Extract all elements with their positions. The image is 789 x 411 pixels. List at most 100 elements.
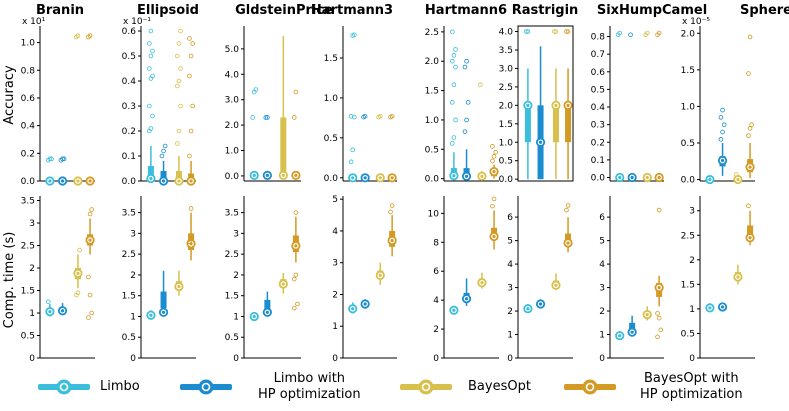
ylabel-accuracy: Accuracy [2, 65, 17, 125]
y-tick-label: 2 [599, 307, 605, 317]
median-marker [249, 170, 259, 181]
y-tick-label: 0.5 [324, 134, 338, 144]
outlier-point [478, 82, 483, 88]
y-tick-label: 2.0 [225, 121, 240, 131]
median-marker [733, 174, 743, 185]
y-tick-label: 4 [599, 260, 605, 270]
y-tick-label: 1 [29, 309, 35, 319]
y-tick-label: 0.4 [21, 122, 36, 132]
outlier-point [720, 107, 725, 113]
outlier-point [720, 129, 725, 135]
outlier-point [449, 141, 455, 146]
panel-time-branin: 00.511.522.533.5 [21, 196, 95, 362]
box-0 [705, 174, 715, 185]
box-2 [278, 36, 288, 181]
box-3 [563, 203, 573, 253]
median-marker [73, 268, 83, 278]
y-tick-label: 1.0 [21, 39, 36, 49]
y-tick-label: 1.5 [21, 287, 35, 297]
box-0 [348, 302, 358, 314]
panel-title: Rastrigin [512, 3, 579, 18]
outlier-point [175, 141, 180, 146]
median-marker [477, 278, 487, 288]
median-ring [377, 272, 384, 279]
y-tick-label: 2 [233, 271, 239, 281]
median-marker [57, 176, 68, 186]
box-3 [563, 29, 573, 180]
y-tick-label: 2.0 [681, 29, 696, 39]
outlier-point [490, 144, 495, 149]
y-tick-label: 3 [599, 284, 605, 294]
outlier-point [295, 301, 300, 307]
outlier-point [749, 122, 754, 128]
outlier-point [564, 207, 569, 213]
legend-label-limbo-hp: Limbo with HP optimization [258, 370, 361, 402]
outlier-point [705, 175, 711, 181]
median-ring [656, 174, 662, 181]
y-tick-label: 1 [233, 312, 239, 322]
y-tick-label: 0.0 [681, 176, 696, 186]
y-tick-label: 1.0 [681, 102, 696, 112]
box-1 [461, 58, 472, 181]
y-tick-label: 1.5 [122, 292, 136, 302]
outlier-point [188, 128, 194, 134]
box-2 [375, 113, 385, 183]
y-tick-label: 0.0 [499, 175, 514, 185]
median-ring [251, 172, 258, 179]
box-0 [348, 32, 358, 183]
outlier-point [453, 47, 458, 52]
y-tick-label: 0.5 [591, 85, 605, 95]
box-0 [615, 331, 625, 341]
legend-label-bayesopt-hp: BayesOpt with HP optimization [640, 370, 743, 402]
outlier-point [87, 292, 93, 298]
outlier-point [352, 32, 357, 38]
y-tick-label: 0.2 [21, 149, 35, 159]
y-tick-label: 2.0 [425, 57, 440, 67]
outlier-point [176, 78, 182, 84]
median-ring [389, 175, 395, 181]
y-tick-label: 4 [433, 296, 439, 306]
y-tick-label: 2.5 [681, 231, 695, 241]
y-tick-label: 0 [433, 354, 439, 362]
y-tick-label: 1.0 [425, 116, 440, 126]
y-tick-label: 0 [233, 354, 239, 362]
outlier-point [150, 113, 155, 119]
median-ring [160, 309, 167, 316]
box-2 [477, 82, 487, 181]
legend-marker-bayesopt [400, 379, 452, 394]
median-ring [451, 172, 457, 179]
outlier-point [293, 210, 299, 215]
box-3 [745, 34, 755, 179]
median-marker [348, 173, 358, 183]
y-tick-label: 1.5 [324, 54, 338, 64]
box-3 [186, 36, 196, 186]
outlier-point [45, 299, 51, 305]
legend-item-bayesopt: BayesOpt [398, 362, 531, 411]
outlier-point [493, 149, 498, 155]
outlier-point [175, 83, 180, 89]
outlier-point [176, 128, 182, 134]
y-tick-label: 0.5 [681, 329, 695, 339]
median-ring [719, 157, 726, 164]
outlier-point [47, 156, 53, 162]
median-marker [146, 173, 156, 184]
outlier-point [291, 305, 297, 311]
y-tick-label: 0.0 [591, 173, 606, 183]
iqr-box [629, 322, 636, 331]
y-tick-label: 0 [599, 354, 605, 362]
outlier-point [490, 203, 495, 209]
y-tick-label: 3.0 [225, 96, 240, 106]
y-tick-label: 1.5 [681, 66, 695, 76]
outlier-point [178, 103, 183, 109]
y-tick-label: 6 [433, 267, 439, 277]
median-ring [479, 279, 485, 286]
outlier-point [553, 29, 559, 34]
median-ring [264, 309, 271, 316]
outlier-point [150, 73, 155, 79]
outlier-point [718, 137, 724, 142]
outlier-point [565, 29, 571, 34]
